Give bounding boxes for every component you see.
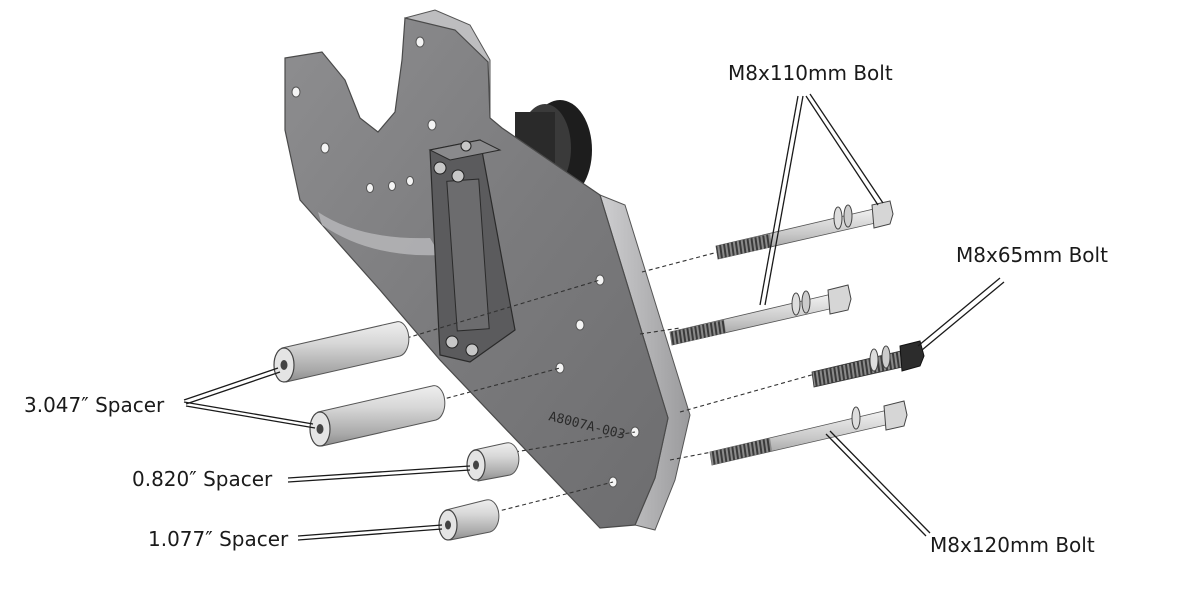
- mounting-block: [428, 139, 516, 363]
- bolt-65: [811, 340, 925, 388]
- spacer-0820: [466, 442, 520, 482]
- bolt-120: [709, 400, 908, 466]
- label-0820-spacer: 0.820″ Spacer: [132, 467, 273, 491]
- label-m8x110mm-bolt: M8x110mm Bolt: [728, 61, 893, 85]
- spacer-3047-upper: [273, 321, 410, 383]
- spacer-1077: [438, 499, 500, 541]
- label-3047-spacer: 3.047″ Spacer: [24, 393, 165, 417]
- label-m8x65mm-bolt: M8x65mm Bolt: [956, 243, 1108, 267]
- bolt-110-lower: [669, 284, 852, 346]
- label-m8x120mm-bolt: M8x120mm Bolt: [930, 533, 1095, 557]
- spacer-3047-lower: [309, 385, 446, 447]
- assembly-guide-lines: [399, 251, 816, 513]
- leader-lines: [183, 93, 1005, 541]
- bolt-110-upper: [715, 200, 894, 260]
- label-1077-spacer: 1.077″ Spacer: [148, 527, 289, 551]
